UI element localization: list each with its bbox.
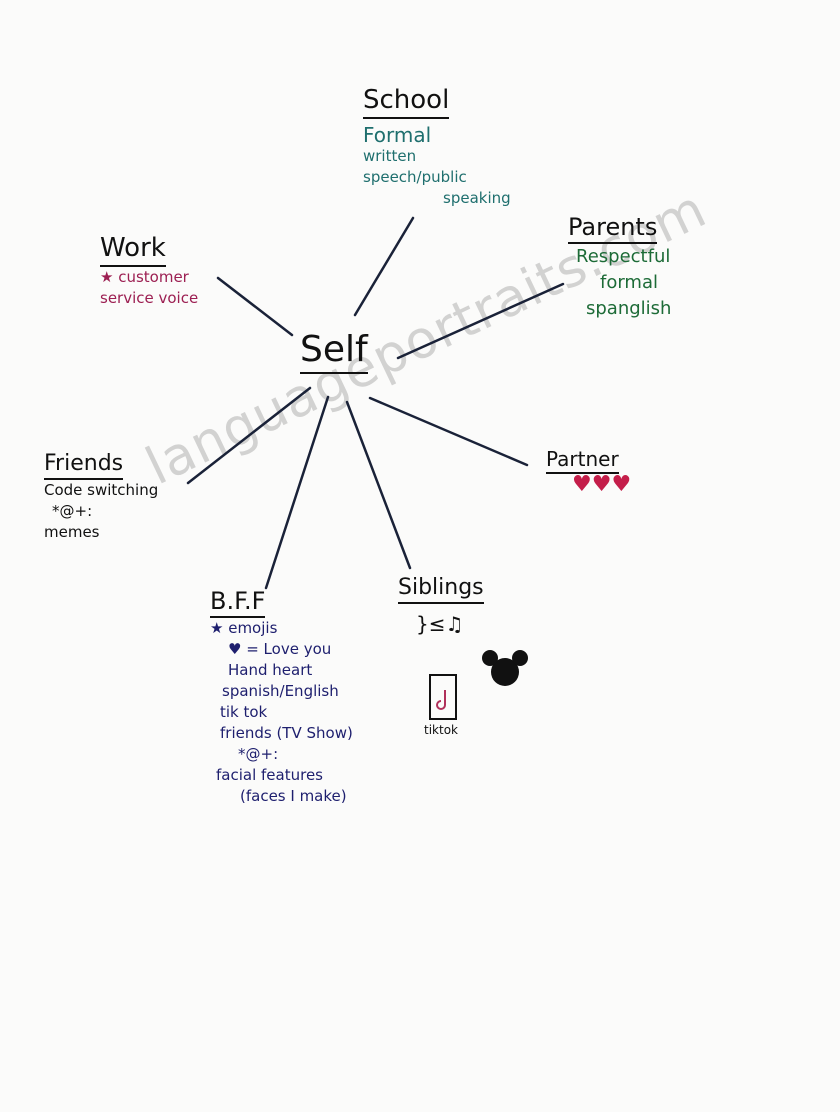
connector-siblings [345, 400, 412, 570]
node-item: ★ emojis [210, 619, 278, 638]
connector-parents [396, 282, 565, 360]
node-item: facial features [216, 766, 323, 785]
node-item: Formal [363, 122, 432, 147]
node-siblings: Siblings }≤♫ [398, 575, 484, 637]
node-item: spanglish [586, 298, 672, 320]
node-item: speech/public [363, 167, 467, 186]
node-title: Parents [568, 214, 658, 245]
connector-friends [186, 386, 312, 485]
node-item: *@+: [238, 745, 279, 764]
node-title: Work [100, 234, 166, 267]
node-title: School [363, 86, 450, 119]
music-icon: }≤♫ [416, 612, 464, 637]
connector-partner [368, 396, 529, 467]
node-item: tik tok [220, 703, 268, 722]
mickey-icon [482, 650, 528, 686]
node-item: written [363, 146, 417, 165]
node-school: School Formal written speech/public spea… [363, 86, 511, 209]
connector-bff [264, 395, 330, 590]
node-friends: Friends Code switching *@+: memes [44, 451, 159, 543]
node-title: Friends [44, 451, 124, 481]
node-item: speaking [443, 188, 511, 207]
node-item: ♥ = Love you [228, 640, 332, 659]
node-item: Hand heart [228, 661, 313, 680]
center-node-self: Self [300, 330, 368, 374]
node-title: Partner [546, 448, 619, 474]
node-item: formal [600, 272, 658, 294]
tiktok-label: tiktok [424, 723, 458, 737]
phone-icon [429, 674, 457, 720]
node-item: Code switching [44, 481, 159, 500]
node-work: Work ★ customer service voice [100, 234, 198, 309]
connector-work [216, 276, 294, 337]
node-item: memes [44, 523, 100, 542]
node-item: spanish/English [222, 682, 339, 701]
hearts-icon: ♥♥♥ [572, 472, 632, 497]
node-item: *@+: [52, 502, 93, 521]
node-item: Respectful [576, 246, 671, 268]
node-item: friends (TV Show) [220, 724, 353, 743]
node-title: Siblings [398, 575, 484, 605]
node-item: (faces I make) [240, 787, 347, 806]
connector-school [353, 216, 415, 317]
node-parents: Parents Respectful formal spanglish [568, 214, 671, 322]
node-title: B.F.F [210, 588, 266, 619]
node-item: ★ customer [100, 267, 189, 286]
node-partner: Partner ♥♥♥ [546, 448, 632, 497]
node-item: service voice [100, 288, 199, 307]
node-bff: B.F.F ★ emojis ♥ = Love you Hand heart s… [210, 588, 353, 807]
